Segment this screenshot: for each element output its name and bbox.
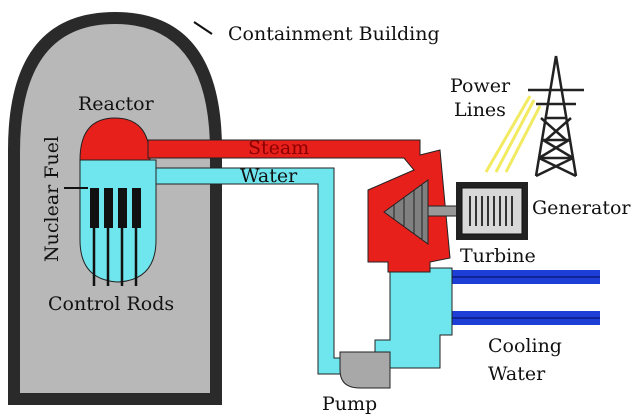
label-power: Power [450, 75, 511, 97]
label-cooling-water: Water [488, 363, 546, 385]
turbine-icon [383, 179, 459, 245]
control-rod-4 [132, 188, 141, 228]
containment-pointer-line [193, 21, 213, 35]
label-turbine: Turbine [460, 245, 536, 267]
control-rods [90, 188, 141, 286]
label-containment-building: Containment Building [228, 23, 440, 45]
control-rod-2 [104, 188, 113, 228]
label-control-rods: Control Rods [48, 293, 174, 315]
label-cooling: Cooling [488, 335, 562, 357]
pump-icon [339, 351, 391, 389]
label-generator: Generator [532, 197, 631, 219]
label-pump: Pump [322, 393, 377, 415]
transmission-tower-icon [528, 55, 584, 178]
label-water: Water [240, 165, 298, 187]
control-rod-3 [118, 188, 127, 228]
power-lines [484, 95, 542, 173]
label-steam: Steam [248, 137, 309, 159]
steam-pipe [147, 139, 451, 273]
label-lines: Lines [454, 99, 506, 121]
label-reactor: Reactor [78, 93, 155, 115]
generator-icon [456, 182, 528, 240]
control-rod-1 [90, 188, 99, 228]
label-nuclear-fuel: Nuclear Fuel [41, 136, 63, 262]
